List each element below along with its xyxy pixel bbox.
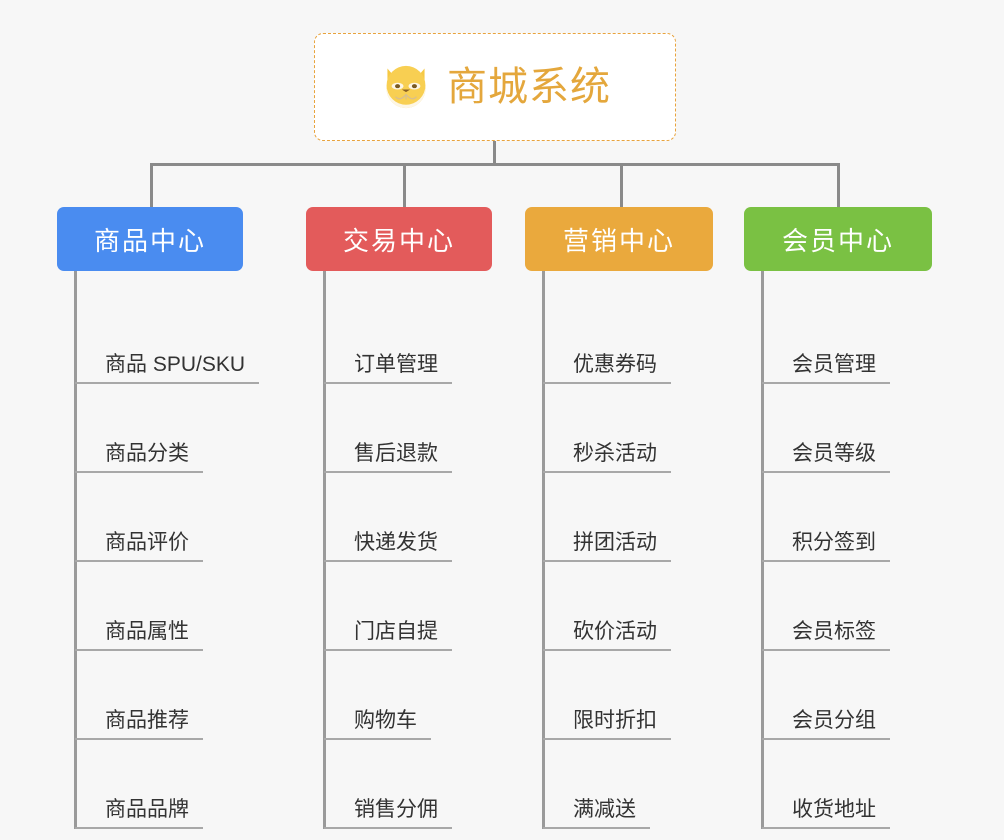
connector-root-stem (493, 141, 496, 165)
leaf-group-member-center: 会员管理 会员等级 积分签到 会员标签 会员分组 收货地址 (744, 271, 962, 829)
leaf-label: 限时折扣 (543, 709, 671, 740)
leaf-label: 商品 SPU/SKU (75, 353, 260, 384)
list-item[interactable]: 优惠券码 (525, 295, 743, 384)
list-item[interactable]: 会员等级 (744, 384, 962, 473)
connector-drop-member-center (837, 163, 840, 207)
category-box-product-center[interactable]: 商品中心 (57, 207, 243, 271)
list-item[interactable]: 收货地址 (744, 740, 962, 829)
dog-face-icon (386, 65, 426, 109)
leaf-group-trade-center: 订单管理 售后退款 快递发货 门店自提 购物车 销售分佣 (306, 271, 524, 829)
leaf-label: 收货地址 (762, 798, 890, 829)
leaf-label: 商品品牌 (75, 798, 203, 829)
leaf-label: 秒杀活动 (543, 442, 671, 473)
list-item[interactable]: 砍价活动 (525, 562, 743, 651)
root-title: 商城系统 (447, 65, 611, 109)
leaf-trunk (323, 271, 326, 829)
root-node[interactable]: 商城系统 (314, 33, 676, 141)
list-item[interactable]: 商品品牌 (57, 740, 307, 829)
leaf-label: 会员等级 (762, 442, 890, 473)
leaf-group-marketing-center: 优惠券码 秒杀活动 拼团活动 砍价活动 限时折扣 满减送 (525, 271, 743, 829)
list-item[interactable]: 商品评价 (57, 473, 307, 562)
leaf-label: 售后退款 (324, 442, 452, 473)
leaf-label: 订单管理 (324, 353, 452, 384)
category-box-trade-center[interactable]: 交易中心 (306, 207, 492, 271)
list-item[interactable]: 门店自提 (306, 562, 524, 651)
leaf-label: 积分签到 (762, 531, 890, 562)
connector-bus (150, 163, 840, 166)
category-title: 商品中心 (93, 225, 206, 256)
column-marketing-center: 营销中心 优惠券码 秒杀活动 拼团活动 砍价活动 限时折扣 满减送 (525, 207, 743, 829)
list-item[interactable]: 限时折扣 (525, 651, 743, 740)
leaf-list: 商品 SPU/SKU 商品分类 商品评价 商品属性 商品推荐 商品品牌 (57, 295, 307, 829)
list-item[interactable]: 商品属性 (57, 562, 307, 651)
leaf-label: 满减送 (543, 798, 650, 829)
leaf-list: 订单管理 售后退款 快递发货 门店自提 购物车 销售分佣 (306, 295, 524, 829)
list-item[interactable]: 快递发货 (306, 473, 524, 562)
leaf-label: 购物车 (324, 709, 431, 740)
list-item[interactable]: 积分签到 (744, 473, 962, 562)
column-product-center: 商品中心 商品 SPU/SKU 商品分类 商品评价 商品属性 商品推荐 商品品牌 (57, 207, 307, 829)
leaf-label: 商品评价 (75, 531, 203, 562)
column-member-center: 会员中心 会员管理 会员等级 积分签到 会员标签 会员分组 收货地址 (744, 207, 962, 829)
leaf-label: 会员标签 (762, 620, 890, 651)
leaf-trunk (542, 271, 545, 829)
list-item[interactable]: 商品推荐 (57, 651, 307, 740)
list-item[interactable]: 拼团活动 (525, 473, 743, 562)
list-item[interactable]: 会员标签 (744, 562, 962, 651)
list-item[interactable]: 商品分类 (57, 384, 307, 473)
leaf-label: 砍价活动 (543, 620, 671, 651)
leaf-label: 优惠券码 (543, 353, 671, 384)
leaf-label: 商品推荐 (75, 709, 203, 740)
list-item[interactable]: 秒杀活动 (525, 384, 743, 473)
connector-drop-product-center (150, 163, 153, 207)
category-box-member-center[interactable]: 会员中心 (744, 207, 932, 271)
leaf-label: 拼团活动 (543, 531, 671, 562)
category-title: 会员中心 (781, 225, 894, 256)
leaf-list: 优惠券码 秒杀活动 拼团活动 砍价活动 限时折扣 满减送 (525, 295, 743, 829)
leaf-label: 商品属性 (75, 620, 203, 651)
leaf-label: 快递发货 (324, 531, 452, 562)
leaf-list: 会员管理 会员等级 积分签到 会员标签 会员分组 收货地址 (744, 295, 962, 829)
leaf-trunk (761, 271, 764, 829)
connector-drop-trade-center (403, 163, 406, 207)
list-item[interactable]: 会员分组 (744, 651, 962, 740)
column-trade-center: 交易中心 订单管理 售后退款 快递发货 门店自提 购物车 销售分佣 (306, 207, 524, 829)
leaf-label: 会员分组 (762, 709, 890, 740)
category-box-marketing-center[interactable]: 营销中心 (525, 207, 713, 271)
list-item[interactable]: 购物车 (306, 651, 524, 740)
root-node-content: 商城系统 (379, 60, 611, 114)
category-title: 交易中心 (342, 225, 455, 256)
leaf-trunk (74, 271, 77, 829)
list-item[interactable]: 会员管理 (744, 295, 962, 384)
list-item[interactable]: 订单管理 (306, 295, 524, 384)
connector-drop-marketing-center (620, 163, 623, 207)
list-item[interactable]: 商品 SPU/SKU (57, 295, 307, 384)
leaf-label: 门店自提 (324, 620, 452, 651)
list-item[interactable]: 满减送 (525, 740, 743, 829)
category-title: 营销中心 (562, 225, 675, 256)
list-item[interactable]: 销售分佣 (306, 740, 524, 829)
leaf-label: 商品分类 (75, 442, 203, 473)
leaf-label: 会员管理 (762, 353, 890, 384)
list-item[interactable]: 售后退款 (306, 384, 524, 473)
leaf-group-product-center: 商品 SPU/SKU 商品分类 商品评价 商品属性 商品推荐 商品品牌 (57, 271, 307, 829)
leaf-label: 销售分佣 (324, 798, 452, 829)
